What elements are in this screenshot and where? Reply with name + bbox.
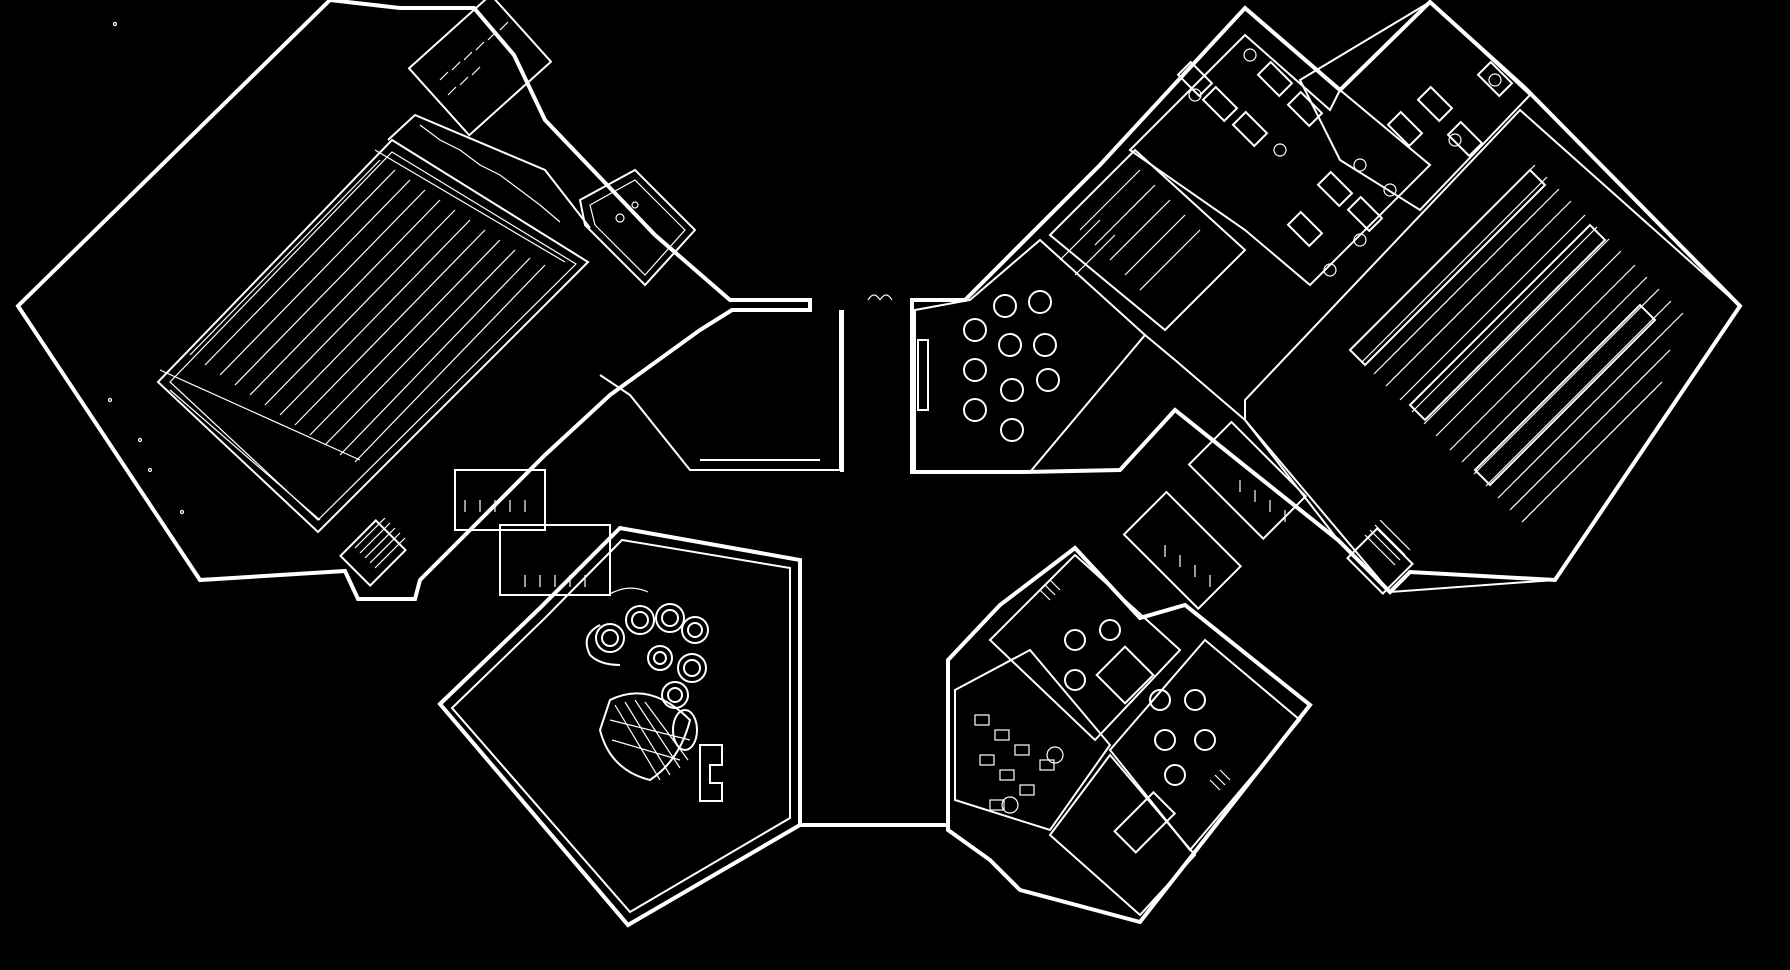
sculpture-arc bbox=[607, 587, 649, 596]
se-window-hatch bbox=[1039, 579, 1231, 791]
pool-room bbox=[578, 168, 697, 287]
east-staircase bbox=[1346, 527, 1414, 595]
west-wing-outline bbox=[15, 0, 812, 601]
workshop-stools bbox=[1188, 48, 1502, 277]
classroom-se-4 bbox=[1048, 753, 1197, 917]
east-stair-treads bbox=[1364, 519, 1411, 566]
pentagon-hall-inner bbox=[450, 538, 791, 914]
west-staircase bbox=[339, 519, 407, 587]
computer-lab-desks bbox=[1059, 169, 1201, 291]
classroom-se-2 bbox=[1108, 638, 1302, 852]
seating-rows bbox=[159, 149, 566, 521]
central-corridor bbox=[799, 294, 949, 827]
se-round-tables bbox=[1064, 619, 1216, 786]
core-doors bbox=[867, 294, 893, 301]
west-wing-auditorium bbox=[15, 0, 841, 601]
toilet-fixtures-bottom bbox=[464, 500, 586, 587]
seminar-board bbox=[917, 339, 929, 411]
backstage-wall bbox=[387, 113, 591, 229]
east-wing-outline bbox=[910, 0, 1743, 595]
classroom-se-1 bbox=[988, 553, 1182, 742]
seating-block bbox=[156, 138, 590, 534]
south-west-pentagon-hall bbox=[437, 525, 802, 928]
west-toilets-top bbox=[407, 0, 553, 137]
east-toilets-2 bbox=[1122, 490, 1243, 611]
computer-lab bbox=[1048, 148, 1247, 332]
west-wing-markers bbox=[107, 21, 185, 515]
toilet-fixtures-top bbox=[439, 21, 509, 96]
seminar-room bbox=[914, 238, 1147, 473]
pool-drain bbox=[615, 213, 625, 223]
lecture-hall-seat-blocks bbox=[1348, 168, 1657, 487]
sculpture-artwork bbox=[585, 603, 723, 802]
pool-inner bbox=[589, 179, 686, 276]
lecture-hall bbox=[1244, 108, 1742, 594]
classroom-north-2 bbox=[1298, 0, 1532, 212]
east-toilets-1 bbox=[1187, 420, 1308, 541]
south-east-classrooms bbox=[946, 545, 1313, 925]
pentagon-hall-outline bbox=[437, 525, 802, 928]
round-tables bbox=[963, 290, 1060, 442]
west-corridor-wall bbox=[599, 310, 841, 471]
backstage-seats bbox=[419, 124, 561, 223]
west-stair-treads bbox=[354, 517, 406, 569]
east-toilet-fixtures bbox=[1164, 480, 1286, 587]
pool-drain-2 bbox=[631, 201, 639, 209]
seating-block-inner bbox=[169, 151, 577, 521]
se-benches bbox=[1113, 790, 1177, 854]
east-corridor-wall bbox=[1144, 334, 1339, 541]
south-east-outline bbox=[946, 545, 1313, 925]
se-cabinet bbox=[1095, 645, 1155, 705]
se-desks bbox=[974, 714, 1064, 814]
classroom-north-1 bbox=[1128, 33, 1432, 287]
classroom-se-3 bbox=[954, 648, 1112, 832]
east-wing-classrooms-hall bbox=[910, 0, 1743, 611]
lecture-hall-seat-rows bbox=[1349, 164, 1684, 523]
sculpture-hatching bbox=[609, 699, 691, 781]
